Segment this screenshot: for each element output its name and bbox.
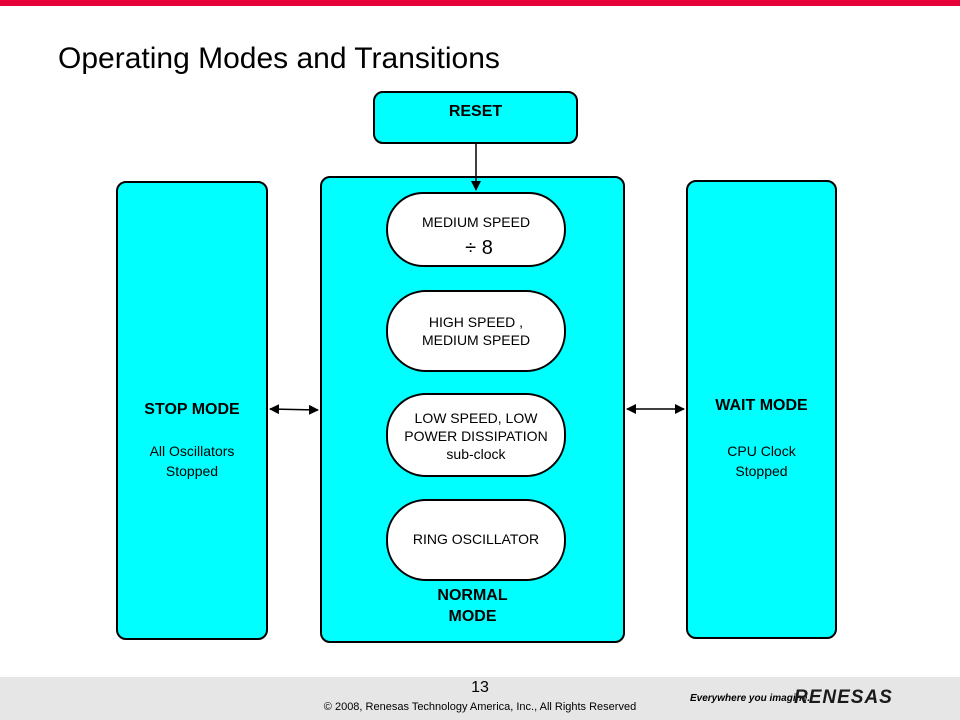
medium-speed-label: MEDIUM SPEED xyxy=(421,214,531,230)
low-speed-label-line3: sub-clock xyxy=(446,446,506,462)
wait-mode-desc-line2: Stopped xyxy=(735,463,788,479)
medium-speed-state xyxy=(386,192,566,267)
low-speed-label-line1: LOW SPEED, LOW xyxy=(414,410,538,426)
low-speed-label-line2: POWER DISSIPATION xyxy=(404,428,548,444)
stop-mode-box xyxy=(116,181,268,640)
reset-box xyxy=(373,91,578,144)
high-speed-label-line2: MEDIUM SPEED xyxy=(421,332,531,348)
normal-mode-title-line1: NORMAL xyxy=(437,587,508,604)
wait-mode-box xyxy=(686,180,837,639)
tagline: Everywhere you imagine. xyxy=(690,693,811,704)
page-title: Operating Modes and Transitions xyxy=(58,42,500,75)
wait-mode-desc-line1: CPU Clock xyxy=(727,443,796,459)
reset-label: RESET xyxy=(448,103,503,120)
normal-mode-title-line2: MODE xyxy=(448,608,497,625)
footer-band xyxy=(0,677,960,720)
wait-mode-title: WAIT MODE xyxy=(715,397,808,414)
ring-oscillator-label: RING OSCILLATOR xyxy=(412,531,540,547)
stop-mode-desc-line2: Stopped xyxy=(165,463,219,479)
stop-mode-desc-line1: All Oscillators xyxy=(149,443,235,459)
top-accent-bar xyxy=(0,0,960,6)
stop-normal-arrow xyxy=(269,404,319,415)
renesas-logo: RENESAS xyxy=(794,687,893,708)
low-speed-state xyxy=(386,393,566,477)
page-number: 13 xyxy=(471,679,489,696)
divide-by-8-label: ÷ 8 xyxy=(465,237,493,259)
high-speed-label-line1: HIGH SPEED , xyxy=(428,314,524,330)
high-speed-state xyxy=(386,290,566,372)
stop-mode-title: STOP MODE xyxy=(144,401,240,418)
copyright-text: © 2008, Renesas Technology America, Inc.… xyxy=(323,701,637,713)
ring-oscillator-state xyxy=(386,499,566,581)
